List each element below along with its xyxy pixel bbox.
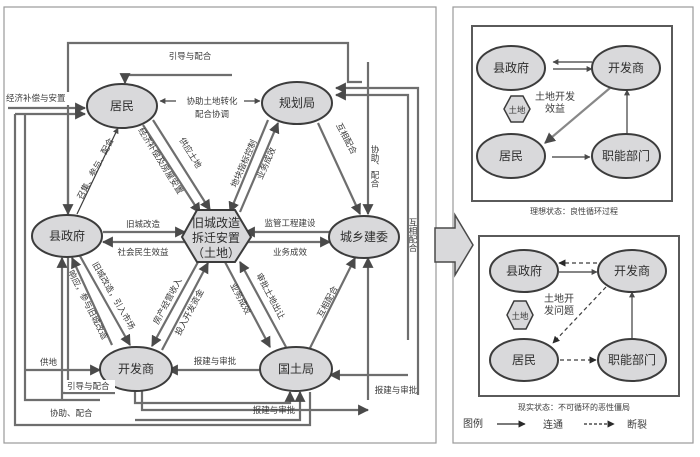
- node-developer: 开发商: [99, 346, 173, 392]
- label-business-planning: 业务成效: [255, 145, 279, 181]
- main-edges: [8, 41, 420, 427]
- node-county-government-label: 县政府: [49, 228, 85, 243]
- transition-arrow-icon: [434, 212, 474, 278]
- ideal-center-text-2: 效益: [545, 102, 565, 115]
- ideal-center-text-1: 土地开发: [535, 90, 575, 103]
- real-node-developer: 开发商: [614, 263, 650, 278]
- edge-mutual-coop-planning: [317, 122, 361, 215]
- real-state-panel: 县政府 开发商 土地 土地开 发问题 居民 职能部门 现实状态：不可循环的恶性僵…: [478, 235, 680, 412]
- label-business-committee: 业务成效: [273, 247, 308, 258]
- ideal-node-gov: 县政府: [493, 60, 529, 75]
- edge-econ-comp-housing: [142, 124, 201, 214]
- edge-planning-to-residents-top: [119, 73, 232, 85]
- node-residents-label: 居民: [110, 99, 134, 113]
- edge-plot-control: [228, 119, 270, 214]
- edge-supply-land: [152, 119, 211, 211]
- node-urban-rural-committee-label: 城乡建委: [340, 230, 388, 244]
- legend-title: 图例: [463, 417, 483, 430]
- ideal-node-land: 土地: [508, 105, 526, 116]
- label-mutual-outer: 互相配合: [407, 218, 417, 253]
- edge-convene: [76, 127, 119, 215]
- node-center-hexagon: 旧城改造 拆迁安置 （土地）: [180, 209, 253, 263]
- node-planning-bureau: 规划局: [261, 81, 333, 125]
- legend: 图例 连通 断裂: [463, 417, 647, 431]
- real-node-residents: 居民: [512, 353, 536, 367]
- edge-business-land: [224, 261, 271, 348]
- real-edge-dev-to-residents: [552, 286, 607, 344]
- center-label-1: 旧城改造: [192, 216, 240, 230]
- center-label-3: （土地）: [192, 246, 240, 260]
- legend-broken: 断裂: [627, 418, 647, 431]
- ideal-node-developer: 开发商: [608, 60, 644, 75]
- edge-econ-outer: [13, 114, 312, 427]
- edge-invest-funds: [161, 262, 209, 351]
- real-node-depts: 职能部门: [608, 352, 656, 367]
- node-planning-bureau-label: 规划局: [279, 95, 315, 110]
- label-assist-coop-right: 协助、配合: [369, 144, 379, 188]
- edge-real-estate-income: [151, 261, 199, 347]
- edge-business-planning: [238, 121, 280, 213]
- edge-respond: [71, 257, 113, 346]
- label-report-approve-1: 报建与审批: [194, 356, 237, 367]
- label-assist-bottom: 协助、配合: [50, 408, 93, 419]
- comparison-frame: [452, 6, 694, 444]
- label-assist-conversion-2: 配合协调: [195, 109, 229, 120]
- ideal-node-residents: 居民: [499, 149, 523, 163]
- label-report-approve-2: 报建与审批: [253, 405, 296, 416]
- real-node-land: 土地: [511, 311, 529, 322]
- main-diagram-frame: [3, 6, 437, 444]
- label-plot-control: 地块指标控制: [229, 138, 260, 189]
- label-guide-bottom: 引导与配合: [67, 381, 110, 392]
- legend-connected: 连通: [543, 418, 563, 431]
- label-guide-cooperate-top: 引导与配合: [169, 51, 212, 62]
- ideal-state-panel: 县政府 开发商 土地 土地开发 效益 居民 职能部门 理想状态：良性循环过程: [471, 25, 673, 216]
- node-urban-rural-committee: 城乡建委: [328, 215, 400, 259]
- edge-mutual-outer-2: [334, 82, 420, 395]
- label-old-city-renewal: 旧城改造: [126, 219, 161, 230]
- edge-mutual-coop-land: [309, 257, 356, 349]
- edge-bottom-2: [140, 390, 370, 416]
- label-assist-conversion-1: 协助土地转化: [186, 96, 238, 107]
- real-center-text-2: 发问题: [544, 304, 574, 317]
- real-node-gov: 县政府: [506, 263, 542, 278]
- ideal-node-depts: 职能部门: [602, 148, 650, 163]
- label-business-land: 业务成效: [227, 281, 253, 317]
- ideal-caption: 理想状态：良性循环过程: [530, 206, 618, 216]
- ideal-edge-dev-to-residents: [544, 87, 611, 144]
- label-supervise: 监管工程建设: [264, 218, 316, 229]
- label-report-approve-3: 报建与审批: [375, 385, 418, 396]
- node-land-bureau: 国土局: [259, 346, 333, 392]
- label-invest-funds: 投入开发资金: [173, 287, 207, 338]
- label-supply: 供地: [40, 357, 58, 368]
- edge-bottom-1: [133, 390, 296, 405]
- edge-bottom-3: [135, 390, 306, 422]
- real-caption: 现实状态：不可循环的恶性僵局: [518, 402, 630, 412]
- node-county-government: 县政府: [31, 214, 103, 258]
- label-economic-compensation: 经济补偿与安置: [6, 93, 66, 104]
- edge-renewal-market: [79, 255, 131, 346]
- node-residents: 居民: [86, 83, 158, 129]
- label-mutual-planning: 互相配合: [333, 121, 359, 157]
- node-developer-label: 开发商: [118, 361, 154, 376]
- real-center-text-1: 土地开: [544, 292, 574, 305]
- label-convene: 召集、参与、配合: [75, 136, 117, 202]
- center-label-2: 拆迁安置: [192, 230, 240, 245]
- label-social-benefit: 社会民生效益: [117, 247, 169, 258]
- edge-approve-transfer: [239, 261, 287, 348]
- edge-econ-inner: [23, 114, 100, 402]
- node-land-bureau-label: 国土局: [278, 362, 314, 376]
- edge-mutual-outer-1: [334, 89, 410, 340]
